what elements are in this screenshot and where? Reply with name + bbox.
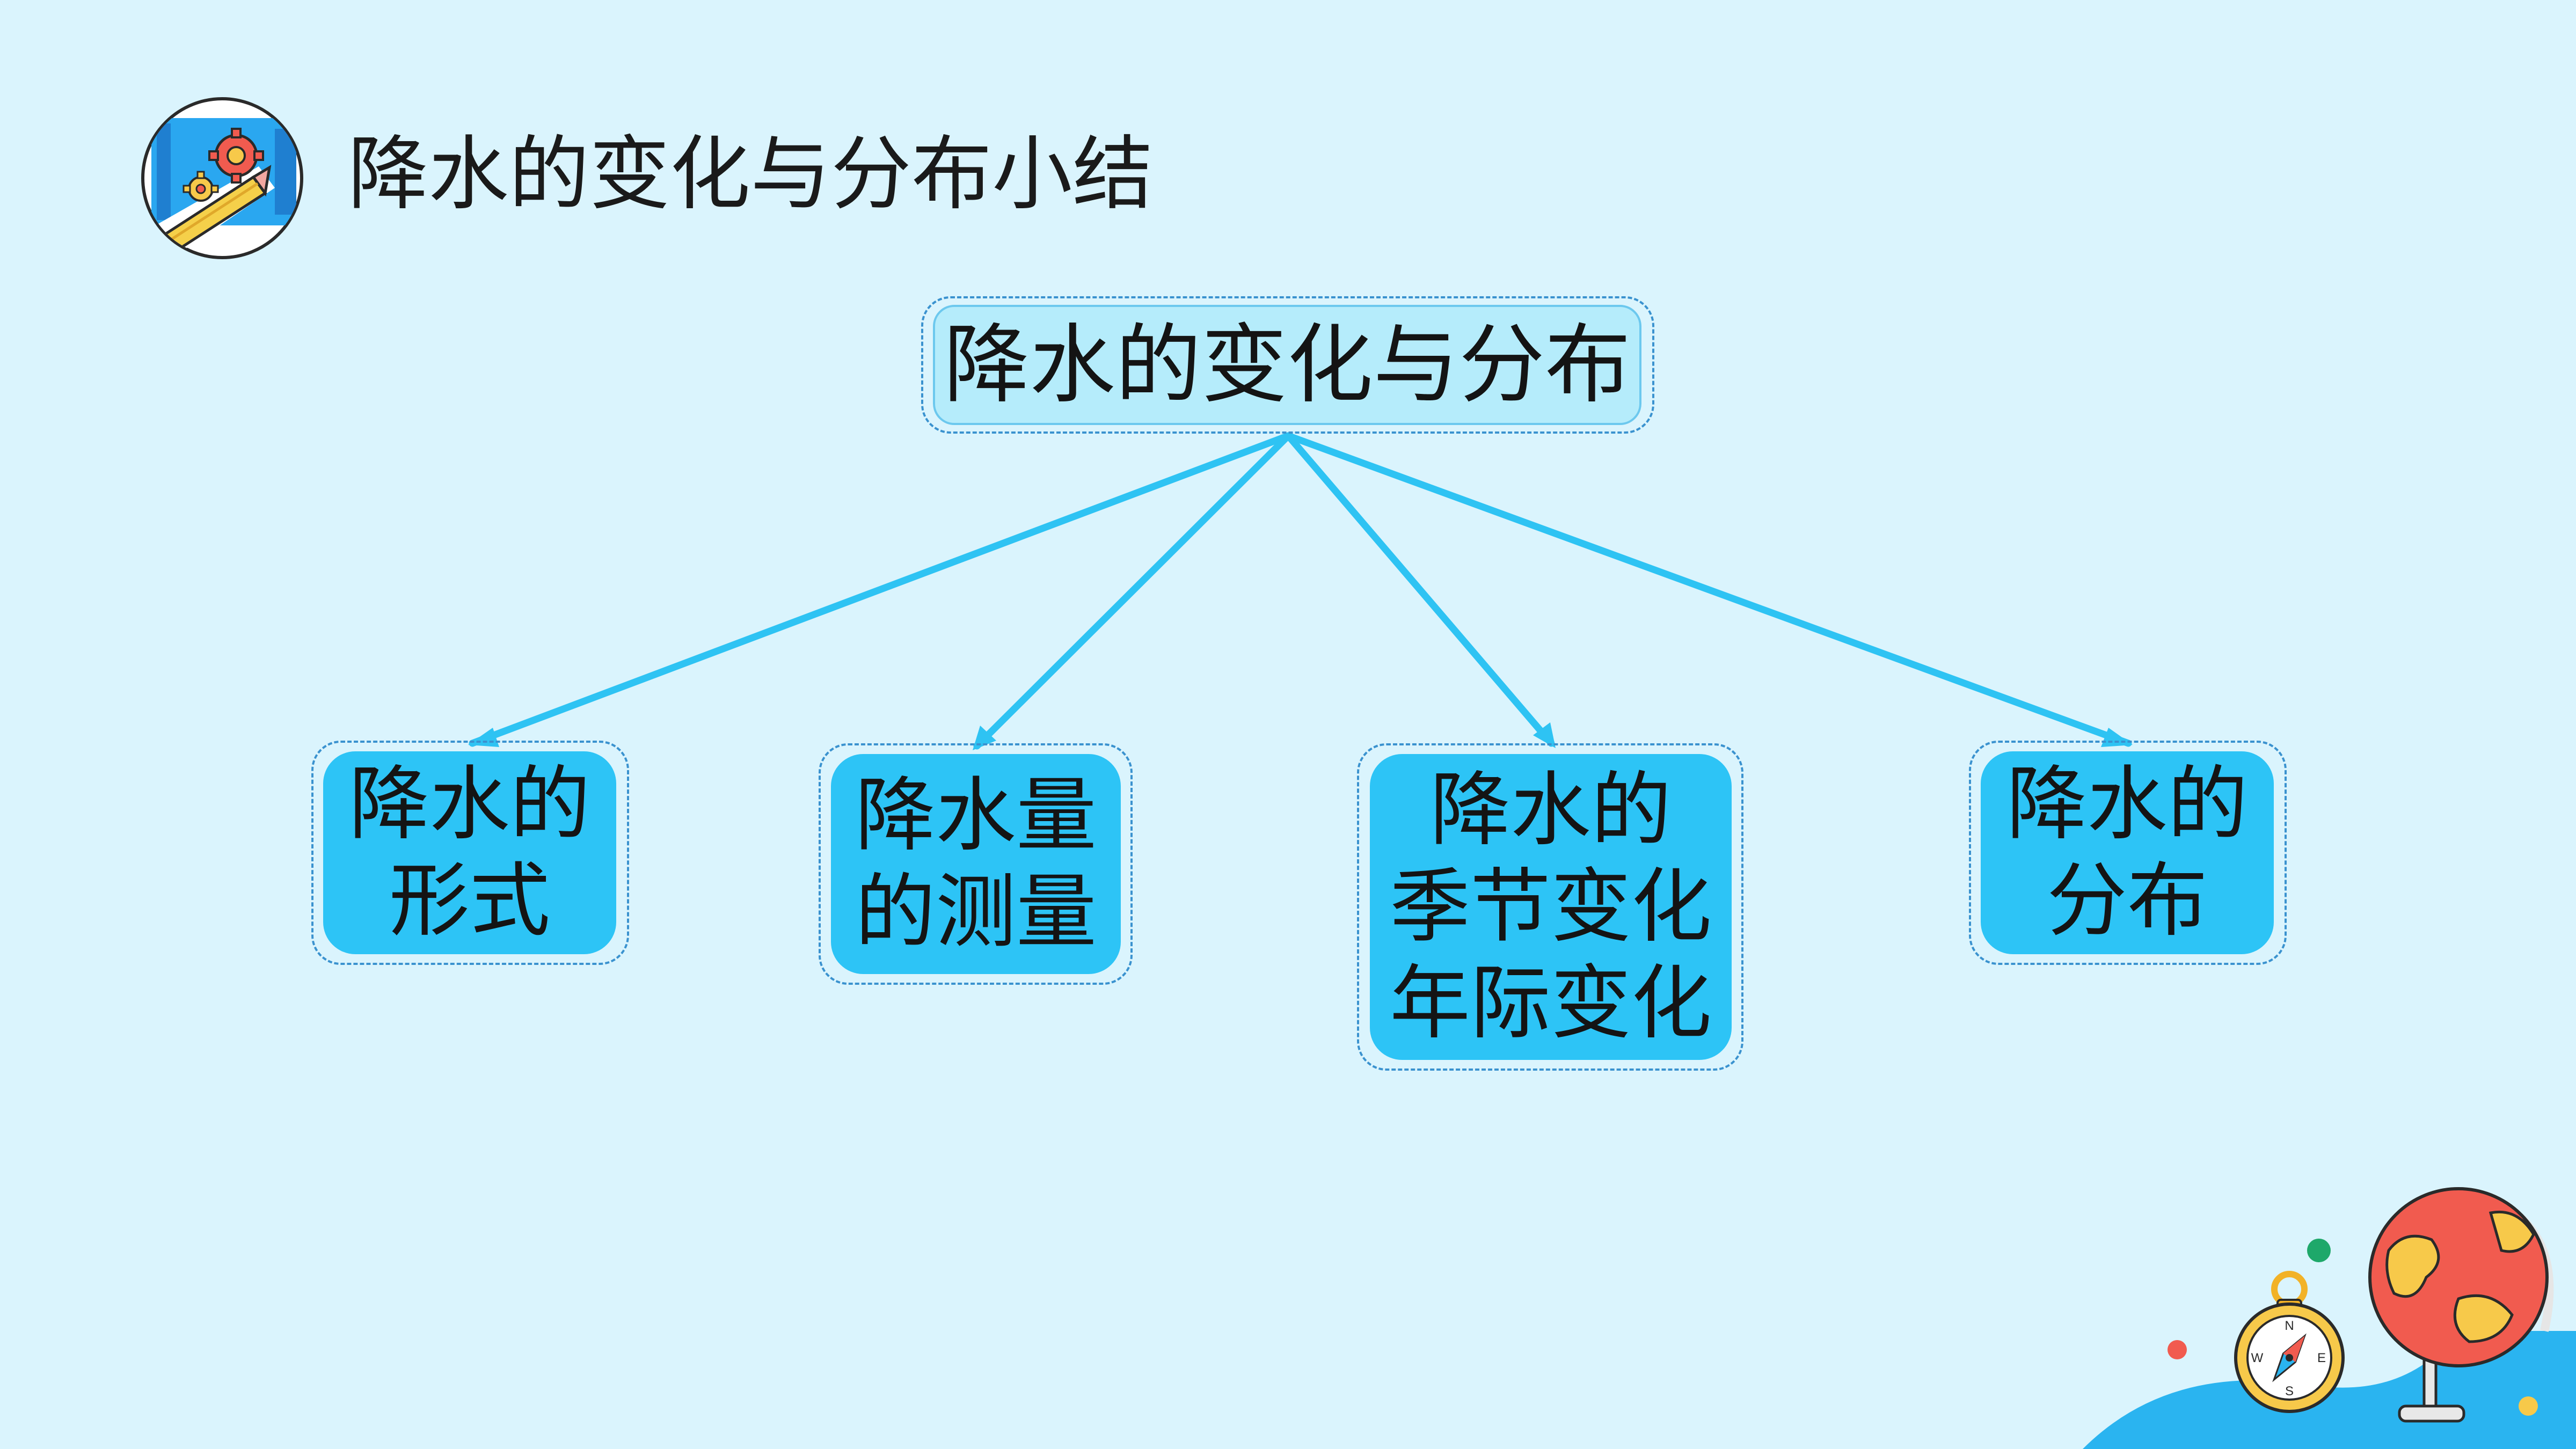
root-node: 降水的变化与分布 — [933, 305, 1641, 425]
compass-west: W — [2251, 1351, 2264, 1365]
node-distribution-line-1: 降水的 — [2006, 758, 2248, 851]
node-distribution-line-2: 分布 — [2046, 854, 2208, 948]
node-precipitation-form: 降水的 形式 — [323, 751, 616, 954]
compass-icon: N E S W — [2234, 1271, 2345, 1413]
decoration-corner: N E S W — [2083, 1187, 2576, 1449]
page-title: 降水的变化与分布小结 — [348, 128, 1154, 221]
node-frame-measure — [819, 743, 1133, 985]
node-change-line-3: 年际变化 — [1389, 957, 1712, 1050]
arrow-to-form — [469, 432, 1292, 747]
node-precipitation-measure: 降水量 的测量 — [831, 754, 1121, 974]
node-measure-line-2: 的测量 — [855, 866, 1097, 959]
arrow-to-measure — [973, 432, 1292, 750]
gear-pencil-icon — [141, 97, 303, 259]
node-change-line-2: 季节变化 — [1389, 860, 1712, 954]
dot-green — [2307, 1239, 2331, 1262]
dot-red — [2168, 1340, 2187, 1359]
arrowhead-change — [1533, 722, 1556, 748]
node-precipitation-distribution: 降水的 分布 — [1981, 751, 2274, 954]
compass-east: E — [2317, 1351, 2326, 1365]
arrow-to-change — [1285, 432, 1555, 747]
globe-icon — [2368, 1187, 2554, 1423]
node-measure-line-1: 降水量 — [855, 769, 1097, 862]
arrow-to-distribution — [1285, 432, 2132, 747]
dot-yellow — [2519, 1396, 2538, 1416]
node-form-line-2: 形式 — [389, 854, 550, 948]
compass-north: N — [2285, 1319, 2294, 1333]
compass-south: S — [2285, 1384, 2294, 1399]
node-form-line-1: 降水的 — [348, 758, 590, 851]
node-frame-distribution — [1969, 741, 2287, 965]
node-frame-form — [311, 741, 629, 965]
root-frame — [921, 296, 1654, 434]
node-frame-change — [1357, 743, 1743, 1071]
node-change-line-1: 降水的 — [1429, 764, 1672, 857]
node-precipitation-change: 降水的 季节变化 年际变化 — [1370, 754, 1732, 1060]
